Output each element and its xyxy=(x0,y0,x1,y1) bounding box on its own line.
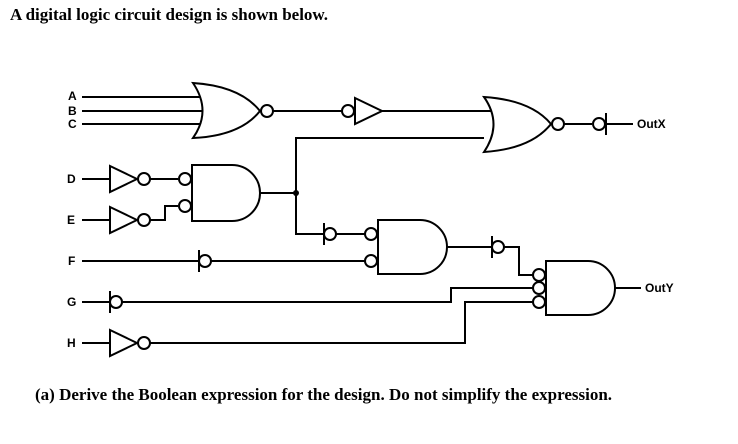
input-label-b: B xyxy=(68,104,77,118)
inverter-e xyxy=(109,205,140,235)
wire-and1-branch xyxy=(295,137,484,235)
h-path xyxy=(82,301,533,358)
and-gate-3 xyxy=(532,260,616,316)
inverter-d xyxy=(109,164,140,194)
output-label-outx: OutX xyxy=(637,117,666,131)
input-label-e: E xyxy=(67,213,75,227)
output-label-outy: OutY xyxy=(645,281,674,295)
bubble-and1-branch xyxy=(323,223,365,245)
nor-gate-1 xyxy=(191,81,274,140)
input-label-f: F xyxy=(68,254,75,268)
nor-gate-2 xyxy=(481,95,565,154)
bubble-and2-out xyxy=(491,236,533,276)
input-label-h: H xyxy=(67,336,76,350)
e-path xyxy=(82,199,192,235)
question-text: (a) Derive the Boolean expression for th… xyxy=(35,385,613,404)
outx-bubble xyxy=(592,113,607,135)
input-label-g: G xyxy=(67,295,76,309)
input-label-d: D xyxy=(67,172,76,186)
wires-abc xyxy=(82,96,208,125)
heading: A digital logic circuit design is shown … xyxy=(10,5,329,24)
input-label-c: C xyxy=(68,117,77,131)
input-label-a: A xyxy=(68,89,77,103)
inverting-buffer xyxy=(341,96,385,126)
g-path xyxy=(82,287,533,313)
f-path xyxy=(82,250,365,272)
inverter-h xyxy=(109,328,140,358)
and-gate-1 xyxy=(191,164,261,222)
and-gate-2 xyxy=(364,219,448,275)
d-path xyxy=(82,164,192,194)
